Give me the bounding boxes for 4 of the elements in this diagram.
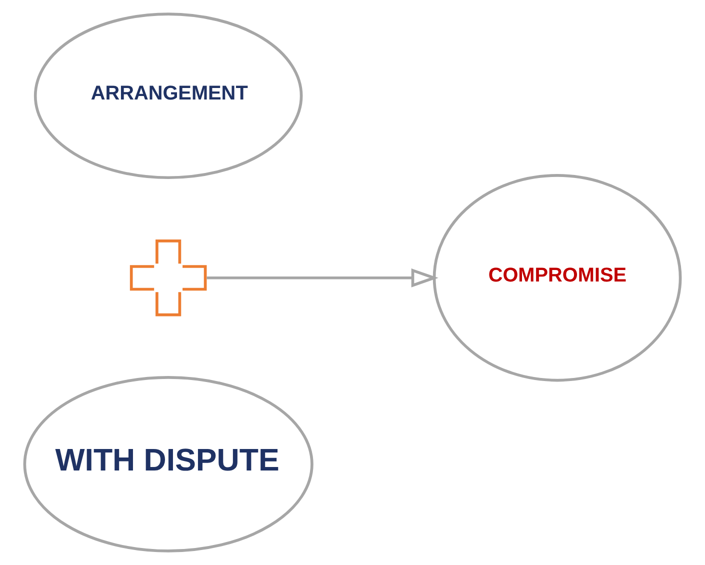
- node-ellipse: ARRANGEMENT: [34, 12, 303, 180]
- node-ellipse: WITH DISPUTE: [23, 376, 314, 552]
- arrow: [206, 268, 438, 288]
- node-ellipse: COMPROMISE: [432, 174, 682, 382]
